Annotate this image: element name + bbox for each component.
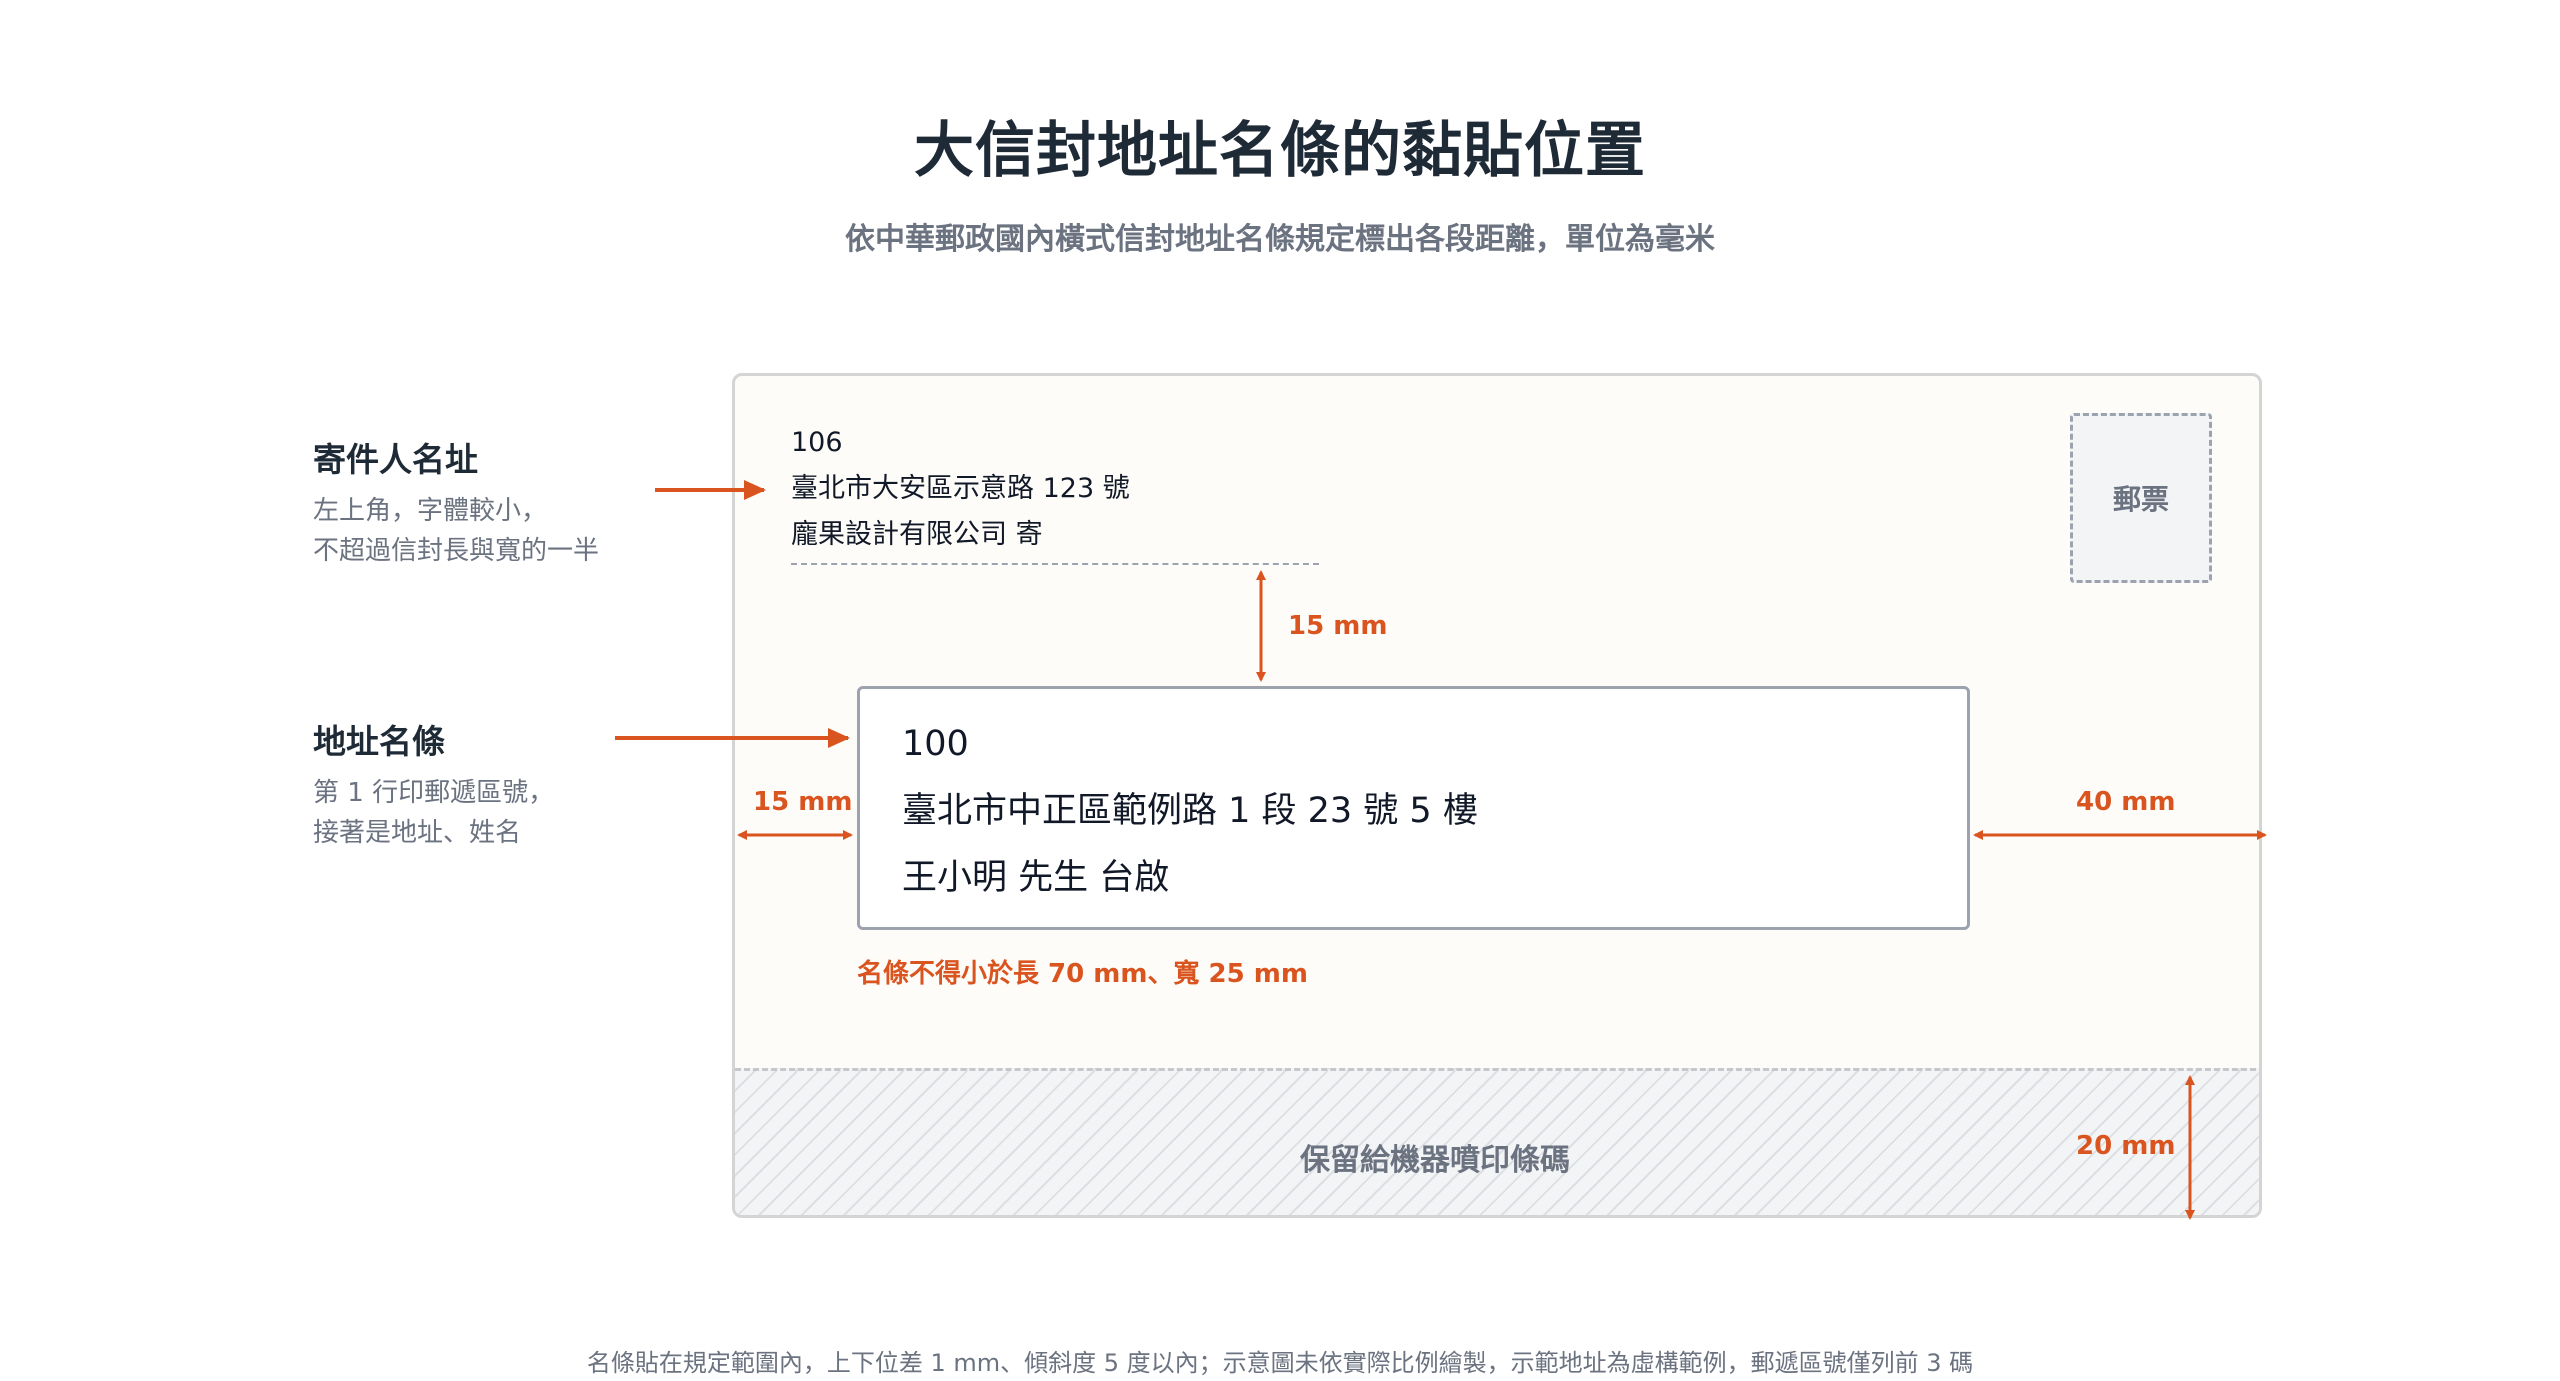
stamp-label: 郵票 xyxy=(2112,483,2169,516)
label-callout-desc-1: 第 1 行印郵遞區號， xyxy=(313,778,555,808)
envelope: 106 臺北市大安區示意路 123 號 龐果設計有限公司 寄 郵票 100 臺北… xyxy=(732,373,2262,1218)
sender-postcode: 106 xyxy=(791,427,843,458)
label-callout-title: 地址名條 xyxy=(313,722,445,761)
label-callout: 地址名條 第 1 行印郵遞區號， 接著是地址、姓名 xyxy=(313,715,554,853)
sender-callout: 寄件人名址 左上角，字體較小， 不超過信封長與寬的一半 xyxy=(313,433,599,571)
sender-callout-desc-2: 不超過信封長與寬的一半 xyxy=(313,536,600,566)
sender-name: 龐果設計有限公司 寄 xyxy=(791,519,1043,550)
label-recipient: 王小明 先生 台啟 xyxy=(902,858,1170,898)
sender-callout-title: 寄件人名址 xyxy=(313,440,478,479)
left-margin-label: 15 mm xyxy=(753,787,853,817)
bottom-zone-label: 20 mm xyxy=(2076,1131,2176,1161)
label-postcode: 100 xyxy=(902,724,969,764)
label-size-note: 名條不得小於長 70 mm、寬 25 mm xyxy=(857,959,1308,989)
sender-callout-desc-1: 左上角，字體較小， xyxy=(313,496,548,526)
stamp-area: 郵票 xyxy=(2070,413,2212,583)
address-label: 100 臺北市中正區範例路 1 段 23 號 5 樓 王小明 先生 台啟 xyxy=(857,686,1970,930)
sender-address-block: 106 臺北市大安區示意路 123 號 龐果設計有限公司 寄 xyxy=(791,420,1130,558)
label-address: 臺北市中正區範例路 1 段 23 號 5 樓 xyxy=(902,791,1478,831)
page-subtitle: 依中華郵政國內橫式信封地址名條規定標出各段距離，單位為毫米 xyxy=(845,222,1715,257)
address-label-text: 100 臺北市中正區範例路 1 段 23 號 5 樓 王小明 先生 台啟 xyxy=(902,711,1478,912)
barcode-zone-label: 保留給機器噴印條碼 xyxy=(1300,1143,1570,1178)
page-title: 大信封地址名條的黏貼位置 xyxy=(914,116,1646,186)
barcode-reserved-zone: 保留給機器噴印條碼 xyxy=(735,1068,2259,1215)
top-gap-label: 15 mm xyxy=(1288,611,1388,641)
footnote: 名條貼在規定範圍內，上下位差 1 mm、傾斜度 5 度以內；示意圖未依實際比例繪… xyxy=(586,1349,1974,1377)
sender-address: 臺北市大安區示意路 123 號 xyxy=(791,473,1130,504)
right-margin-label: 40 mm xyxy=(2076,787,2176,817)
sender-boundary-line xyxy=(791,563,1319,565)
label-callout-desc-2: 接著是地址、姓名 xyxy=(313,818,522,848)
